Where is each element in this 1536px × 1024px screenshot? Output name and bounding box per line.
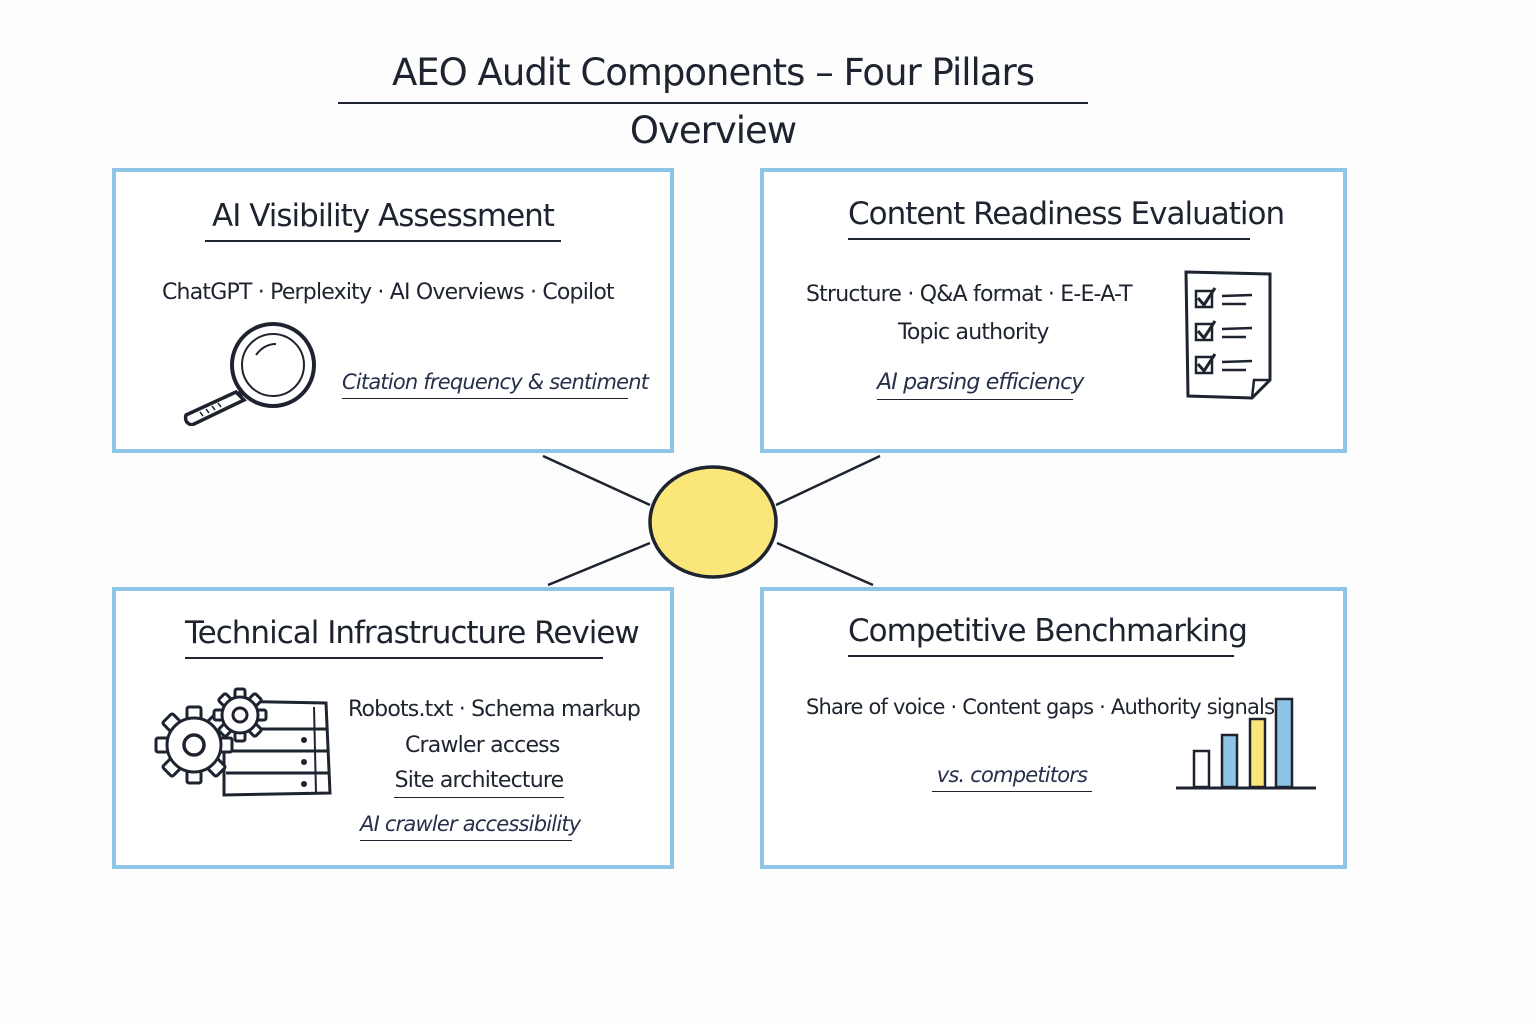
content-factors: Structure · Q&A format · E-E-A-T [806,282,1133,307]
metric-label: AI crawler accessibility [360,812,581,841]
platform-list: ChatGPT · Perplexity · AI Overviews · Co… [162,280,615,305]
pillar-title: AI Visibility Assessment [205,198,561,242]
pillar-title: Competitive Benchmarking [848,613,1248,657]
pillar-title: Technical Infrastructure Review [185,615,640,659]
pillar-ai-visibility: AI Visibility Assessment ChatGPT · Perpl… [112,168,674,453]
pillar-technical-infrastructure: Technical Infrastructure Review [112,587,674,869]
technical-items: Robots.txt · Schema markup [348,697,641,722]
content-factor-topic: Topic authority [898,320,1049,345]
technical-item-architecture: Site architecture [394,768,564,798]
connector-bottom-left [547,541,651,587]
connector-bottom-right [776,541,874,587]
central-hub [648,465,778,579]
gears-server-icon [154,687,332,797]
metric-label: AI parsing efficiency [877,370,1084,400]
checklist-icon [1184,270,1272,400]
pillar-content-readiness: Content Readiness Evaluation Structure ·… [760,168,1347,453]
metric-label: vs. competitors [932,763,1092,792]
metric-label: Citation frequency & sentiment [342,370,649,399]
connector-top-left [542,454,651,507]
connector-top-right [775,454,881,507]
magnifying-glass-icon [183,322,316,426]
competitive-factors: Share of voice · Content gaps · Authorit… [806,695,1275,719]
technical-item-crawler: Crawler access [405,733,560,758]
pillar-competitive-benchmarking: Competitive Benchmarking Share of voice … [760,587,1347,869]
bar-chart-icon [1176,697,1316,790]
pillar-title: Content Readiness Evaluation [848,196,1285,240]
page-title: AEO Audit Components – Four Pillars Over… [338,44,1088,152]
